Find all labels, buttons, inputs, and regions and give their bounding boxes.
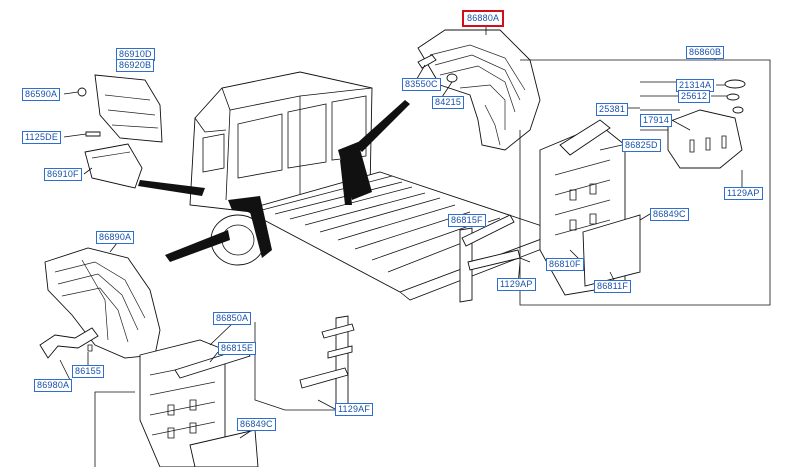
part-label-86920B[interactable]: 86920B: [116, 59, 155, 72]
part-label-1129AP-lower[interactable]: 1129AP: [497, 278, 536, 291]
upper-left-brackets: [77, 74, 163, 189]
part-label-86980A[interactable]: 86980A: [34, 379, 73, 392]
mudguard-assembly-group: [459, 59, 771, 306]
rear-fender-lower-part: [39, 247, 161, 359]
part-label-86815E[interactable]: 86815E: [218, 342, 257, 355]
part-label-86810F[interactable]: 86810F: [546, 258, 584, 271]
part-label-86860B[interactable]: 86860B: [686, 46, 725, 59]
part-label-86910F[interactable]: 86910F: [44, 168, 82, 181]
part-label-86849C-upper[interactable]: 86849C: [650, 208, 689, 221]
part-label-83550C[interactable]: 83550C: [402, 78, 441, 91]
part-label-86890A[interactable]: 86890A: [96, 231, 135, 244]
part-label-86880A[interactable]: 86880A: [462, 10, 505, 27]
part-label-86850A[interactable]: 86850A: [213, 312, 252, 325]
part-label-86155[interactable]: 86155: [72, 365, 105, 378]
rear-fender-upper-part: [417, 29, 541, 151]
part-label-86849C-lower[interactable]: 86849C: [237, 418, 276, 431]
part-label-86811F[interactable]: 86811F: [594, 280, 632, 293]
part-label-86825D[interactable]: 86825D: [622, 139, 661, 152]
part-label-86815F[interactable]: 86815F: [448, 214, 486, 227]
part-label-1129AF[interactable]: 1129AF: [335, 403, 374, 416]
part-label-84215[interactable]: 84215: [432, 96, 465, 109]
truck-illustration: [138, 71, 566, 301]
part-label-17914[interactable]: 17914: [640, 114, 673, 127]
part-label-25612[interactable]: 25612: [678, 90, 711, 103]
lower-mudguard-assembly: [94, 315, 355, 467]
part-label-1125DE[interactable]: 1125DE: [22, 131, 62, 144]
part-label-25381[interactable]: 25381: [596, 103, 629, 116]
part-label-86590A[interactable]: 86590A: [22, 88, 61, 101]
part-label-1129AP-upper[interactable]: 1129AP: [724, 187, 763, 200]
